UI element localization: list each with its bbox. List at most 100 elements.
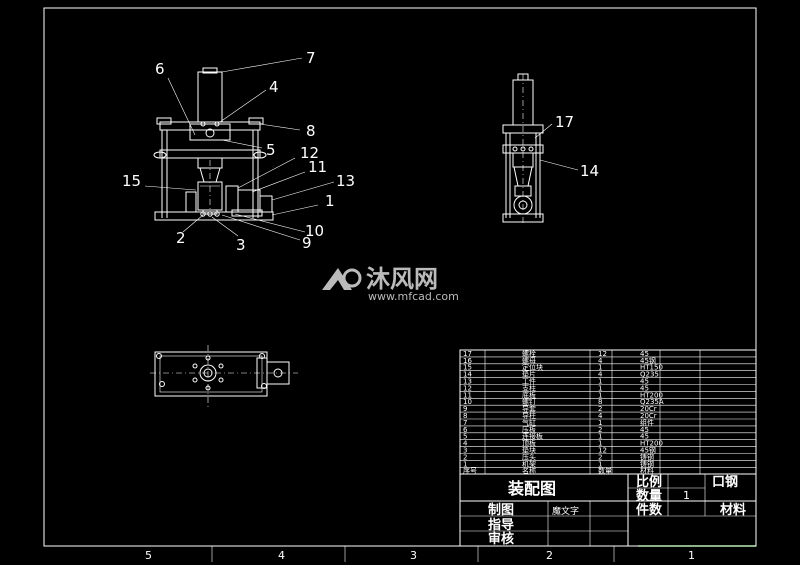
bom-cell-no: 13 — [463, 378, 472, 386]
bom-cell-name: 气缸 — [522, 418, 536, 427]
bom-cell-mat: 45 — [640, 426, 649, 434]
bom-cell-no: 7 — [463, 419, 467, 427]
bom-header-row: 序号 名称 数量 材料 — [463, 466, 654, 475]
callout-11: 11 — [308, 158, 327, 176]
guide-label: 指导 — [488, 517, 514, 533]
bom-cell-mat: HT200 — [640, 440, 663, 448]
bom-cell-qty: 4 — [598, 371, 603, 379]
watermark-url: www.mfcad.com — [368, 290, 459, 303]
steel-label: 口钢 — [712, 474, 738, 490]
ruler-label: 1 — [688, 549, 695, 562]
bom-cell-qty: 1 — [598, 419, 602, 427]
bom-cell-qty: 1 — [598, 378, 602, 386]
count-label: 件数 — [636, 502, 663, 518]
top-view — [150, 345, 298, 408]
bom-cell-name: 底板 — [522, 390, 536, 399]
ruler-labels: 5 4 3 2 1 — [145, 546, 695, 562]
bom-cell-mat: HT150 — [640, 364, 663, 372]
bom-row: 9 导套 2 20Cr — [463, 404, 657, 413]
callout-17: 17 — [555, 113, 574, 131]
callout-8: 8 — [306, 122, 316, 140]
bom-cell-no: 9 — [463, 405, 467, 413]
bom-cell-no: 8 — [463, 412, 467, 420]
bom-cell-no: 5 — [463, 433, 467, 441]
title-block: 装配图 比例 数量 1 口钢 件数 材料 制图 魔文字 指导 审核 — [459, 349, 757, 547]
bom-cell-name: 导柱 — [522, 411, 536, 420]
callout-10: 10 — [305, 222, 324, 240]
callout-6: 6 — [155, 60, 165, 78]
bom-cell-mat: Q235A — [640, 398, 664, 406]
watermark-brand: 沐风网 — [366, 265, 438, 293]
bom-cell-no: 11 — [463, 391, 472, 399]
bom-cell-qty: 1 — [598, 384, 602, 392]
bom-cell-name: 连接板 — [522, 432, 543, 441]
callout-5: 5 — [266, 141, 276, 159]
callout-13: 13 — [336, 172, 355, 190]
bom-cell-qty: 12 — [598, 447, 607, 455]
bom-cell-qty: 1 — [598, 433, 602, 441]
bom-cell-name: 支柱 — [522, 383, 536, 392]
side-view — [502, 73, 544, 226]
bom-cell-qty: 4 — [598, 357, 603, 365]
bom-cell-name: 顶板 — [522, 439, 536, 448]
bom-cell-mat: 45钢 — [640, 356, 656, 365]
ratio-label: 比例 — [636, 474, 662, 490]
callout-12: 12 — [300, 144, 319, 162]
qty-label: 数量 — [636, 488, 662, 504]
ruler-label: 3 — [410, 549, 417, 562]
callout-7: 7 — [306, 49, 316, 67]
bom-cell-qty: 数量 — [598, 466, 612, 475]
bom-cell-qty: 2 — [598, 453, 602, 461]
callout-9: 9 — [302, 234, 312, 252]
front-view — [153, 67, 274, 221]
bom-cell-no: 12 — [463, 384, 472, 392]
bom-cell-qty: 1 — [598, 460, 602, 468]
bom-cell-name: 压板 — [522, 425, 536, 434]
leader-lines — [144, 57, 579, 241]
bom-cell-no: 序号 — [463, 466, 477, 475]
bom-cell-qty: 2 — [598, 426, 602, 434]
bom-row: 6 压板 2 45 — [463, 425, 649, 434]
bom-cell-qty: 2 — [598, 405, 602, 413]
bom-cell-mat: 组件 — [640, 418, 654, 427]
bom-cell-qty: 8 — [598, 398, 602, 406]
bom-cell-name: 名称 — [522, 466, 536, 475]
drawing-title: 装配图 — [507, 479, 556, 498]
ruler-label: 4 — [278, 549, 285, 562]
bom-cell-name: 螺母 — [522, 356, 536, 365]
bom-cell-name: 定位块 — [522, 363, 543, 372]
callouts: 7 6 4 8 5 12 11 13 15 1 10 9 2 3 17 14 — [122, 49, 599, 254]
bom-cell-mat: HT200 — [640, 391, 663, 399]
bom-cell-mat: 铸钢 — [640, 452, 654, 461]
callout-4: 4 — [269, 78, 279, 96]
callout-3: 3 — [236, 236, 246, 254]
callout-15: 15 — [122, 172, 141, 190]
bom-cell-no: 6 — [463, 426, 468, 434]
bom-cell-mat: 材料 — [640, 466, 654, 475]
qty-value: 1 — [683, 489, 690, 502]
bom-cell-no: 17 — [463, 350, 472, 358]
bom-cell-mat: 20Cr — [640, 405, 657, 413]
watermark-logo-icon — [322, 268, 352, 290]
bom-cell-qty: 4 — [598, 412, 603, 420]
bom-cell-name: 导套 — [522, 404, 536, 413]
bom-cell-name: 工件 — [522, 377, 536, 386]
watermark: 沐风网 www.mfcad.com — [322, 265, 459, 303]
ruler-label: 2 — [546, 549, 553, 562]
bom-cell-mat: 铸钢 — [640, 459, 654, 468]
bom-cell-qty: 1 — [598, 440, 602, 448]
bom-cell-qty: 12 — [598, 350, 607, 358]
drawn-label: 制图 — [488, 502, 514, 518]
review-label: 审核 — [488, 531, 514, 547]
